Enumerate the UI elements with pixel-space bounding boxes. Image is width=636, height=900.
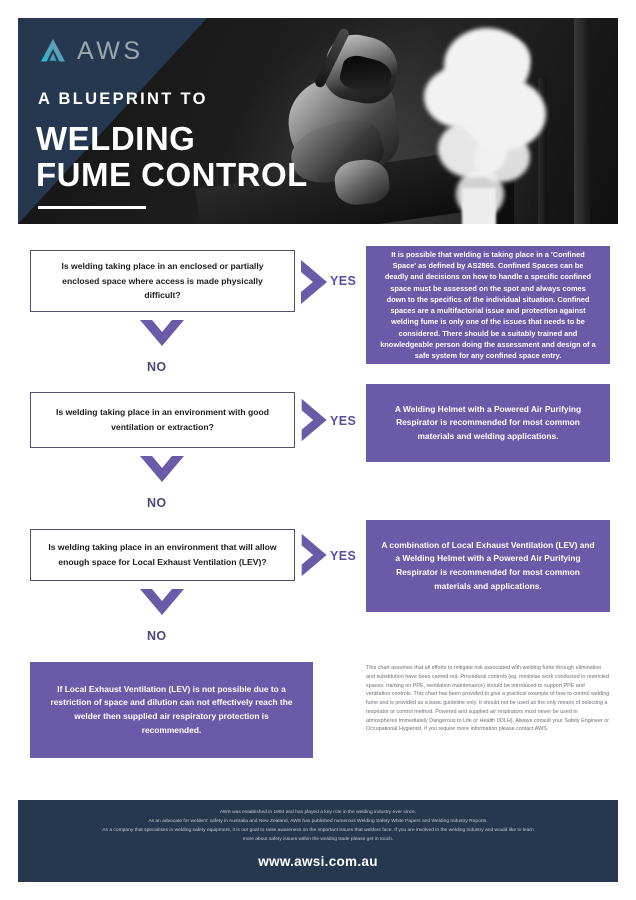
yes-label-3: YES bbox=[330, 549, 357, 563]
no-label-1: NO bbox=[147, 360, 167, 374]
answer-box-3: A combination of Local Exhaust Ventilati… bbox=[366, 520, 610, 612]
yes-arrow-icon-1 bbox=[301, 260, 327, 304]
aws-diamond-logo-icon bbox=[41, 39, 65, 62]
aws-logo: AWS bbox=[38, 36, 144, 66]
yes-label-1: YES bbox=[330, 274, 357, 288]
question-text-2: Is welding taking place in an environmen… bbox=[56, 407, 269, 432]
header-content: AWS A BLUEPRINT TO WELDING FUME CONTROL bbox=[18, 18, 348, 224]
footer-website-link[interactable]: www.awsi.com.au bbox=[258, 854, 378, 869]
no-label-2: NO bbox=[147, 496, 167, 510]
question-box-1: Is welding taking place in an enclosed o… bbox=[30, 250, 295, 312]
header-title-line2: FUME CONTROL bbox=[36, 156, 308, 193]
answer-text-2: A Welding Helmet with a Powered Air Puri… bbox=[394, 403, 582, 441]
header-banner: AWS A BLUEPRINT TO WELDING FUME CONTROL bbox=[18, 18, 618, 224]
footer-line-3: As a company that specialises in welding… bbox=[102, 828, 534, 833]
final-outcome-text: If Local Exhaust Ventilation (LEV) is no… bbox=[50, 683, 293, 735]
final-outcome-box: If Local Exhaust Ventilation (LEV) is no… bbox=[30, 662, 313, 758]
question-box-2: Is welding taking place in an environmen… bbox=[30, 392, 295, 448]
answer-box-1: It is possible that welding is taking pl… bbox=[366, 246, 610, 364]
plume-column bbox=[462, 188, 496, 224]
header-underline bbox=[38, 206, 146, 209]
header-kicker: A BLUEPRINT TO bbox=[38, 90, 208, 108]
question-box-3: Is welding taking place in an environmen… bbox=[30, 529, 295, 581]
footer-banner: AWS was established in 1994 and has play… bbox=[18, 800, 618, 882]
disclaimer-text: This chart assumes that all efforts to m… bbox=[366, 665, 610, 733]
photo-pipe-mid bbox=[538, 78, 547, 224]
yes-label-2: YES bbox=[330, 414, 357, 428]
photo-pipe-right bbox=[574, 18, 590, 224]
footer-line-2: As an advocate for welders' safety in Au… bbox=[148, 819, 488, 824]
no-arrow-icon-2 bbox=[140, 456, 184, 482]
footer-line-4: more about safety issues within the weld… bbox=[242, 837, 394, 842]
no-arrow-icon-3 bbox=[140, 589, 184, 615]
question-text-1: Is welding taking place in an enclosed o… bbox=[61, 260, 264, 301]
yes-arrow-icon-2 bbox=[301, 398, 327, 442]
plume-puff bbox=[486, 38, 530, 78]
header-title-line1: WELDING bbox=[36, 120, 196, 157]
fume-plume bbox=[416, 20, 566, 224]
answer-box-2: A Welding Helmet with a Powered Air Puri… bbox=[366, 384, 610, 462]
yes-arrow-icon-3 bbox=[301, 533, 327, 577]
no-arrow-icon-1 bbox=[140, 320, 184, 346]
question-text-3: Is welding taking place in an environmen… bbox=[48, 542, 277, 567]
aws-logo-text: AWS bbox=[77, 36, 144, 65]
answer-text-3: A combination of Local Exhaust Ventilati… bbox=[381, 539, 595, 591]
footer-line-1: AWS was established in 1994 and has play… bbox=[219, 810, 417, 815]
no-label-3: NO bbox=[147, 629, 167, 643]
answer-text-1: It is possible that welding is taking pl… bbox=[380, 249, 596, 360]
